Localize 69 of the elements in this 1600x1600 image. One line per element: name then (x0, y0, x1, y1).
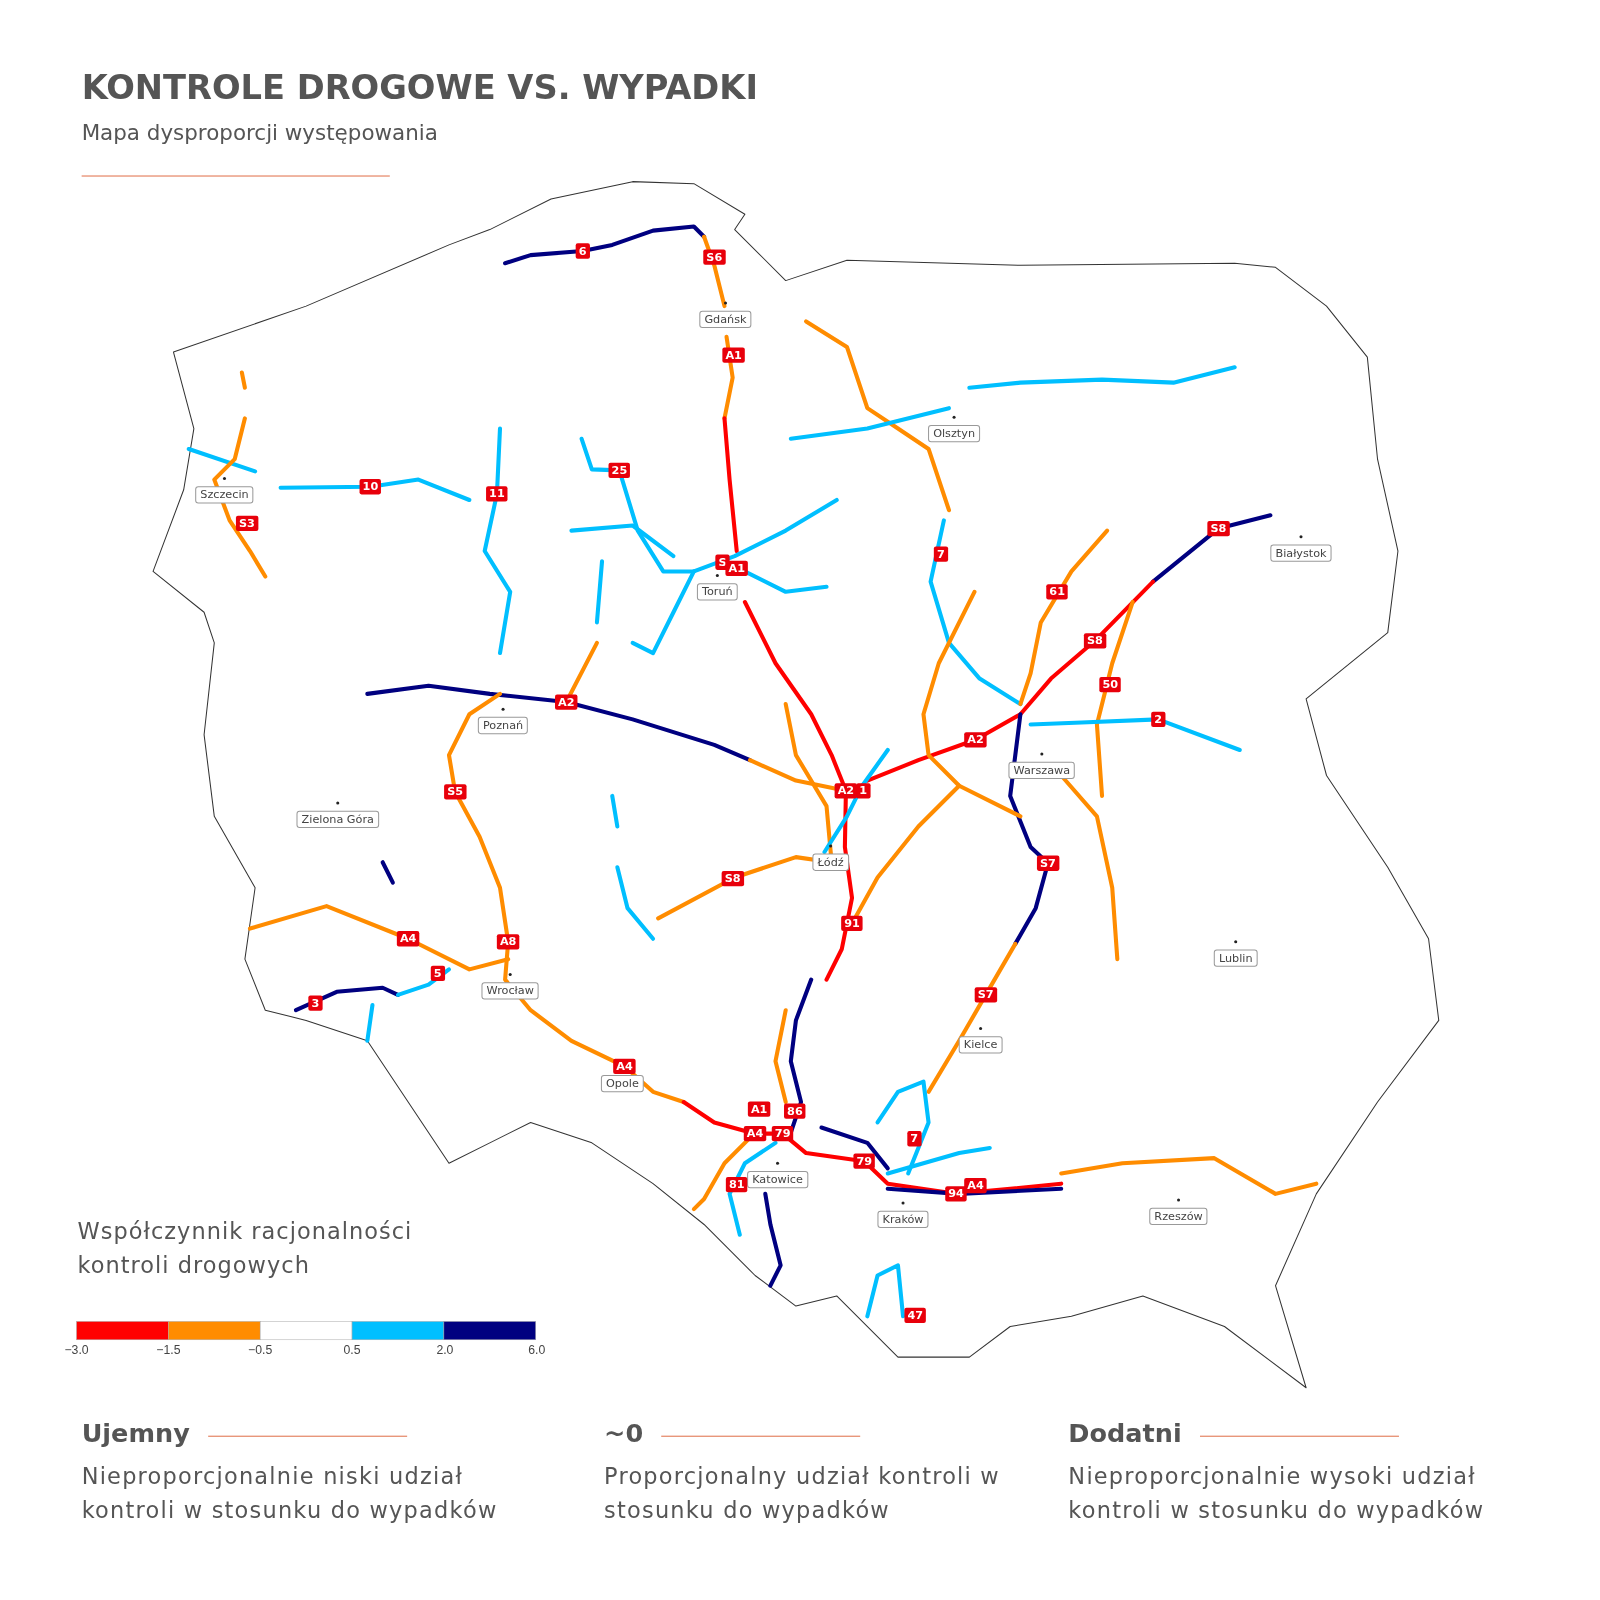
road-number-badge: 79 (853, 1153, 876, 1169)
city-label: Łódź (812, 853, 849, 871)
road-number-badge: A2 (834, 783, 858, 799)
road-number-badge: 3 (308, 995, 323, 1011)
road-number-badge: A1 (725, 560, 749, 576)
road-number-badge: 79 (771, 1126, 794, 1142)
scale-tick-label: 2.0 (436, 1342, 454, 1358)
scale-tick-label: −1.5 (156, 1342, 181, 1358)
road-number-badge: A4 (743, 1126, 767, 1142)
road-number-badge: S7 (974, 987, 997, 1003)
category-heading: ~0 (604, 1418, 644, 1448)
road-number-badge: 91 (841, 915, 863, 932)
road-number-badge: S5 (444, 784, 467, 800)
road-number-badge: 7 (933, 546, 948, 562)
road-number-badge: 2 (1151, 711, 1166, 728)
road-number-badge: 5 (430, 965, 445, 982)
road-number-badge: A4 (613, 1058, 636, 1074)
road-number-badge: A1 (722, 347, 745, 363)
scale-tick-label: 0.5 (343, 1342, 361, 1358)
city-label: Poznań (477, 716, 529, 735)
road-number-badge: S8 (1207, 520, 1230, 537)
city-label: Gdańsk (699, 310, 752, 329)
road-number-badge: 86 (784, 1103, 806, 1119)
city-label: Warszawa (1008, 761, 1076, 780)
title: KONTROLE DROGOWE VS. WYPADKI (81, 67, 758, 108)
city-label: Szczecin (195, 486, 254, 504)
road-number-badge: 1 (856, 783, 871, 799)
road-number-badge: A2 (964, 732, 987, 748)
road-number-badge: 10 (359, 479, 382, 495)
category-heading: Ujemny (81, 1418, 190, 1448)
city-label: Zielona Góra (296, 810, 379, 829)
road-number-badge: A4 (396, 931, 420, 947)
scale-tick-label: 6.0 (528, 1342, 546, 1358)
road-number-badge: 7 (907, 1131, 922, 1147)
road-number-badge: 47 (904, 1307, 927, 1323)
road-number-badge: S6 (703, 249, 726, 265)
city-label: Lublin (1213, 949, 1258, 967)
road-number-badge: 6 (575, 243, 590, 259)
road-number-badge: A1 (747, 1101, 771, 1117)
city-label: Kielce (958, 1036, 1003, 1054)
road-number-badge: 50 (1099, 677, 1122, 693)
category-description: Proporcjonalny udział kontroli w stosunku do wypadków (604, 1462, 1001, 1526)
category-description: Nieproporcjonalnie wysoki udział kontroli w stosunku do wypadków (1068, 1462, 1486, 1526)
road-number-badge: 81 (725, 1177, 748, 1193)
category-description: Nieproporcjonalnie niski udział kontroli w stosunku do wypadków (81, 1462, 499, 1526)
road-number-badge: A8 (496, 934, 520, 950)
city-label: Kraków (877, 1210, 929, 1229)
road-number-badge: A2 (555, 694, 578, 710)
road-number-badge: A4 (964, 1178, 987, 1194)
road-number-badge: 11 (486, 486, 508, 502)
legend-title: Współczynnik racjonalności kontroli drogowych (77, 1217, 414, 1281)
city-label: Białystok (1270, 544, 1332, 562)
city-label: Opole (600, 1075, 644, 1093)
subtitle: Mapa dysproporcji występowania (81, 120, 438, 145)
road-number-badge: S3 (235, 515, 258, 532)
road-number-badge: S8 (721, 870, 744, 887)
city-label: Wrocław (481, 982, 539, 1000)
city-label: Rzeszów (1149, 1207, 1208, 1225)
city-label: Toruń (696, 583, 738, 601)
city-label: Olsztyn (928, 425, 981, 443)
road-number-badge: 25 (608, 462, 631, 479)
road-number-badge: S7 (1036, 855, 1059, 871)
road-number-badge: 61 (1046, 584, 1068, 600)
category-heading: Dodatni (1068, 1418, 1182, 1448)
city-label: Katowice (747, 1170, 808, 1189)
road-number-badge: S8 (1083, 633, 1106, 649)
road-number-badge: 94 (945, 1186, 967, 1202)
scale-tick-label: −3.0 (64, 1342, 89, 1358)
scale-tick-label: −0.5 (248, 1342, 273, 1358)
